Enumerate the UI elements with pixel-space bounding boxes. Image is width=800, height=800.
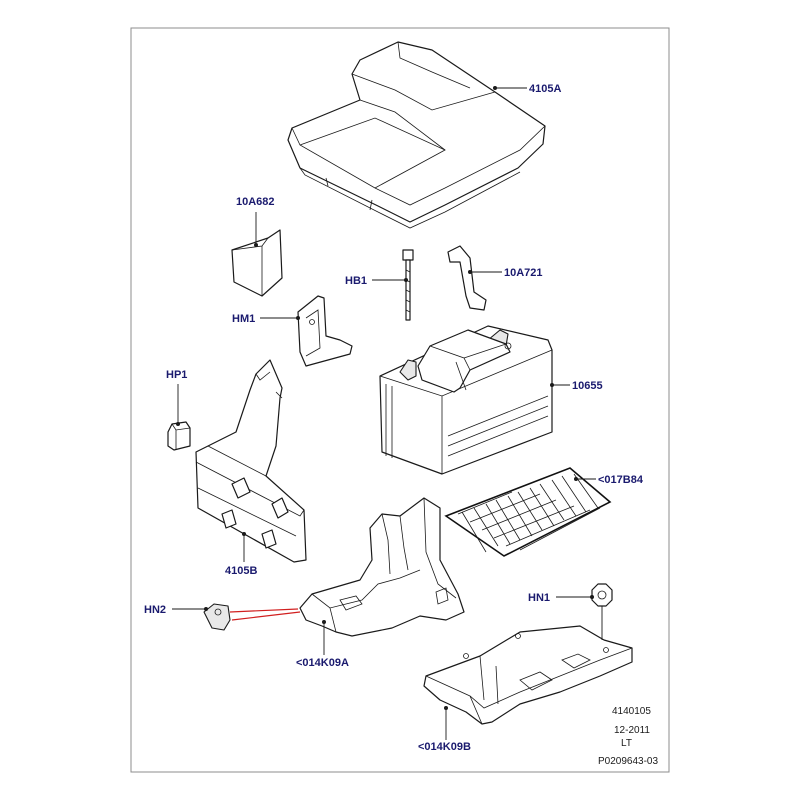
leader-dot-10655	[550, 383, 554, 387]
bracket-hm1[interactable]	[297, 295, 353, 367]
callout-hn1[interactable]: HN1	[528, 592, 550, 604]
callout-10a721[interactable]: 10A721	[504, 267, 543, 279]
red-leader-upper	[229, 608, 299, 613]
leader-dot-10a721	[468, 270, 472, 274]
side-cover-4105b[interactable]	[195, 359, 307, 563]
info-ref: P0209643-03	[598, 756, 658, 767]
bolt-hb1[interactable]	[402, 249, 414, 321]
callout-hm1[interactable]: HM1	[232, 313, 255, 325]
battery-mat-017b84[interactable]	[444, 467, 612, 557]
battery-tray-014k09a[interactable]	[299, 497, 465, 637]
callout-hp1[interactable]: HP1	[166, 369, 187, 381]
callout-4105b[interactable]: 4105B	[225, 565, 257, 577]
leader-dot-hp1	[176, 422, 180, 426]
leader-dot-hn2	[204, 607, 208, 611]
leader-dot-hn1	[590, 595, 594, 599]
leader-dot-hm1	[296, 316, 300, 320]
callout-hb1[interactable]: HB1	[345, 275, 367, 287]
info-date: 12-2011	[614, 725, 650, 736]
leader-dot-4105b	[242, 532, 246, 536]
plug-hp1[interactable]	[167, 421, 191, 451]
clamp-bracket-10a721[interactable]	[447, 245, 487, 311]
red-leader-lower	[231, 611, 301, 621]
battery-cover-4105a[interactable]	[287, 41, 546, 229]
info-side: LT	[621, 738, 632, 749]
info-code: 4140105	[612, 706, 651, 717]
callout-014k09a[interactable]: <014K09A	[296, 657, 349, 669]
battery-10655[interactable]	[379, 325, 553, 475]
terminal-cover-10a682[interactable]	[231, 229, 283, 297]
leader-dot-014k09b	[444, 706, 448, 710]
clip-hn2[interactable]	[203, 603, 231, 631]
callout-hn2[interactable]: HN2	[144, 604, 166, 616]
callout-10a682[interactable]: 10A682	[236, 196, 275, 208]
lower-tray-014k09b[interactable]	[423, 625, 633, 725]
leader-dot-017b84	[574, 477, 578, 481]
leader-dot-014k09a	[322, 620, 326, 624]
leader-dot-10a682	[254, 243, 258, 247]
nut-hn1[interactable]	[591, 583, 613, 607]
callout-017b84[interactable]: <017B84	[598, 474, 644, 486]
callout-10655[interactable]: 10655	[572, 380, 603, 392]
leader-dot-4105a	[493, 86, 497, 90]
callout-014k09b[interactable]: <014K09B	[418, 741, 471, 753]
leader-dot-hb1	[404, 278, 408, 282]
callout-4105a[interactable]: 4105A	[529, 83, 561, 95]
